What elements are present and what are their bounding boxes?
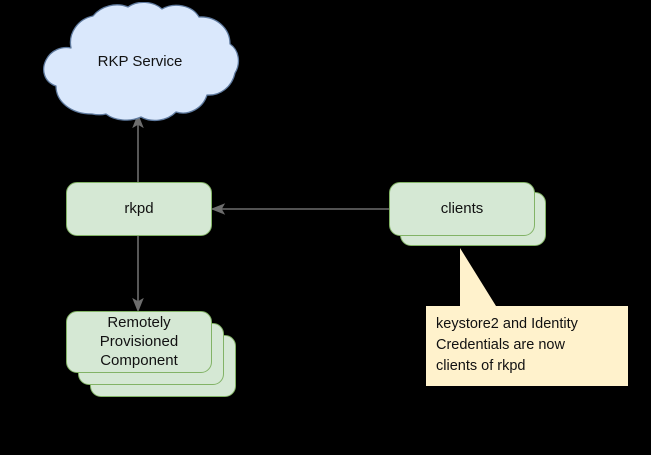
edge-clients-to-rkpd [210,203,389,215]
rkp-service-cloud-shape[interactable] [40,2,240,124]
callout-text: keystore2 and Identity Credentials are n… [436,316,578,374]
edge-rkpd-to-rpc [132,236,144,313]
clients-box[interactable] [389,182,535,236]
callout-shape[interactable] [426,244,628,386]
rpc-box[interactable] [66,311,212,373]
rkpd-box[interactable] [66,182,212,236]
edge-rkpd-to-rkp-service [132,113,144,182]
